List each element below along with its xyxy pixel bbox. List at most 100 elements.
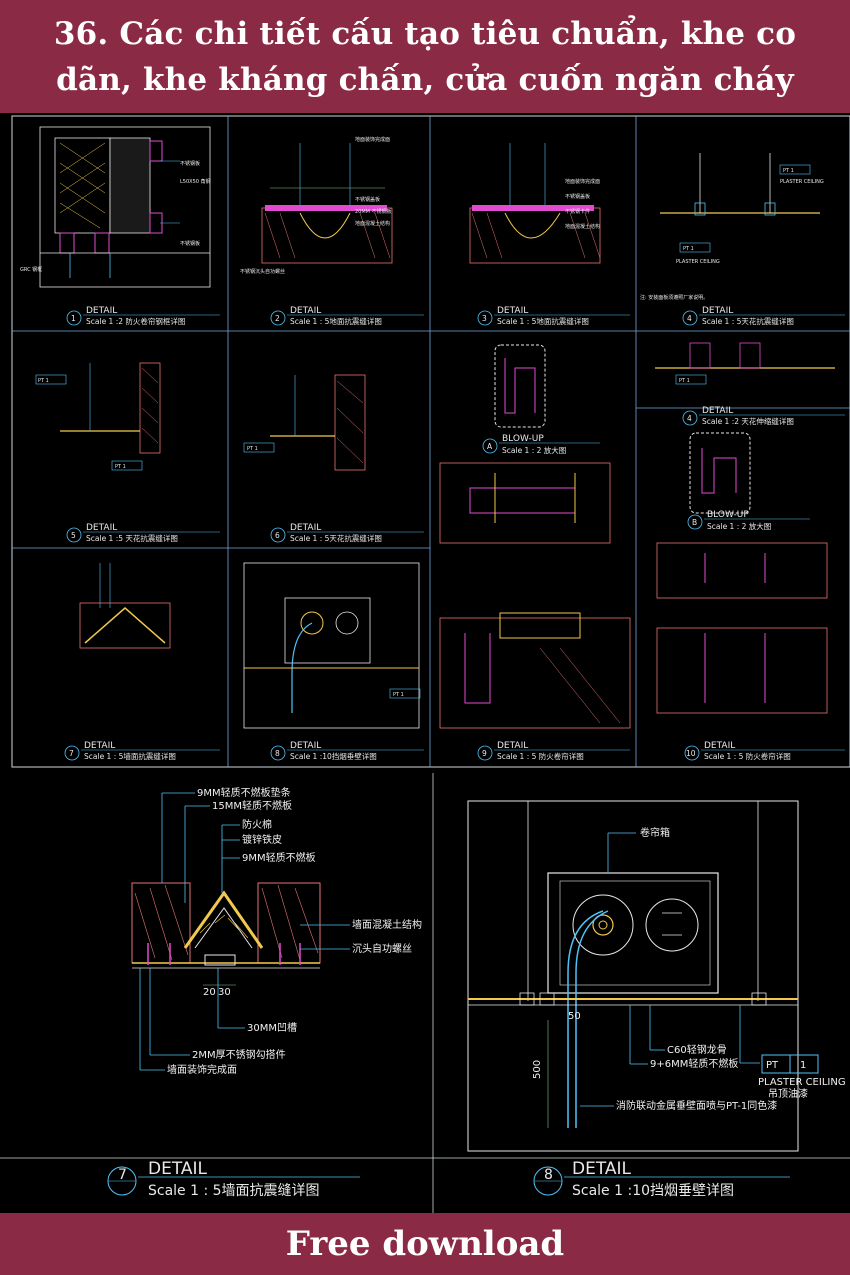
svg-text:Scale 1 : 5天花抗震缝详图: Scale 1 : 5天花抗震缝详图 <box>290 533 382 543</box>
detail-5-drawing: PT 1 PT 1 <box>35 362 161 471</box>
free-download-label: Free download <box>285 1224 565 1264</box>
svg-text:Scale 1 :2 防火卷帘钢框详图: Scale 1 :2 防火卷帘钢框详图 <box>86 316 185 326</box>
svg-text:DETAIL: DETAIL <box>84 741 115 751</box>
detail-8-number: 8 <box>544 1167 553 1183</box>
svg-text:2: 2 <box>275 314 280 323</box>
svg-text:PT 1: PT 1 <box>783 168 794 174</box>
svg-text:7: 7 <box>69 749 74 758</box>
detail-7-small-drawing <box>79 563 171 649</box>
label-roller-box: 卷帘箱 <box>640 826 670 839</box>
dim-30: 30 <box>218 987 231 998</box>
cad-overview-svg: 不锈钢板 L50X50 角钢 不锈钢板 GRC 钢框 地面装饰完成面 不锈钢盖板… <box>11 115 850 768</box>
svg-text:PT 1: PT 1 <box>247 446 258 452</box>
dim-50: 50 <box>568 1011 581 1022</box>
label-30mm-groove: 30MM凹槽 <box>247 1021 297 1034</box>
svg-text:Scale 1 : 5天花抗震缝详图: Scale 1 : 5天花抗震缝详图 <box>702 316 794 326</box>
svg-text:PT 1: PT 1 <box>115 464 126 470</box>
detail-4b-drawing: PT 1 <box>655 342 835 385</box>
svg-text:DETAIL: DETAIL <box>497 306 528 316</box>
detail-title-5: 5 DETAIL Scale 1 :5 天花抗震缝详图 <box>66 523 220 543</box>
plaster-ceiling-label: PLASTER CEILING <box>758 1077 846 1088</box>
detail-title-2: 2 DETAIL Scale 1 : 5地面抗震缝详图 <box>270 306 424 326</box>
blowup-title-a: A BLOW-UP Scale 1 : 2 放大图 <box>482 434 600 455</box>
label-galvanized-sheet: 镀锌铁皮 <box>242 833 282 846</box>
detail-7-scale: Scale 1 : 5墙面抗震缝详图 <box>148 1183 320 1199</box>
detail-title-4: 4 DETAIL Scale 1 : 5天花抗震缝详图 <box>682 306 845 326</box>
detail-8-small-drawing: PT 1 <box>243 562 421 729</box>
ceiling-note: 注: 安装面板须遵照厂家说明。 <box>640 294 708 301</box>
header-line-2: dãn, khe kháng chấn, cửa cuốn ngăn cháy <box>56 61 794 98</box>
svg-text:1: 1 <box>71 314 76 323</box>
svg-text:4: 4 <box>687 314 692 323</box>
svg-text:Scale 1 :5 天花抗震缝详图: Scale 1 :5 天花抗震缝详图 <box>86 533 178 543</box>
svg-text:不锈钢板: 不锈钢板 <box>180 160 200 167</box>
svg-text:10: 10 <box>686 749 696 758</box>
svg-text:Scale 1 : 5墙面抗震缝详图: Scale 1 : 5墙面抗震缝详图 <box>84 751 176 761</box>
label-wall-finish: 墙面装饰完成面 <box>167 1063 237 1076</box>
svg-text:DETAIL: DETAIL <box>497 741 528 751</box>
svg-text:不锈钢沉头自功螺丝: 不锈钢沉头自功螺丝 <box>240 268 285 275</box>
dim-500: 500 <box>532 1060 543 1079</box>
detail-title-3: 3 DETAIL Scale 1 : 5地面抗震缝详图 <box>477 306 630 326</box>
svg-text:PT 1: PT 1 <box>38 378 49 384</box>
svg-text:4: 4 <box>687 414 692 423</box>
label-smoke-barrier: 消防联动金属垂壁面喷与PT-1同色漆 <box>616 1099 777 1112</box>
svg-text:DETAIL: DETAIL <box>86 306 117 316</box>
detail-title-7: 7 DETAIL Scale 1 : 5墙面抗震缝详图 <box>64 741 220 761</box>
svg-text:PT 1: PT 1 <box>683 246 694 252</box>
svg-text:DETAIL: DETAIL <box>86 523 117 533</box>
detail-6-drawing: PT 1 <box>243 374 366 471</box>
svg-text:8: 8 <box>275 749 280 758</box>
svg-text:Scale 1 : 2 放大图: Scale 1 : 2 放大图 <box>707 521 771 531</box>
label-countersunk-screw: 沉头自功螺丝 <box>352 942 412 955</box>
detail-title-1: 1 DETAIL Scale 1 :2 防火卷帘钢框详图 <box>66 306 220 326</box>
detail-8-title-block: 8 DETAIL Scale 1 :10挡烟垂壁详图 <box>533 1159 790 1199</box>
svg-text:BLOW-UP: BLOW-UP <box>502 434 544 444</box>
free-download-banner[interactable]: Free download <box>0 1213 850 1275</box>
svg-text:3: 3 <box>482 314 487 323</box>
svg-text:PLASTER CEILING: PLASTER CEILING <box>780 179 824 185</box>
blowup-b-drawing <box>656 432 828 714</box>
svg-text:DETAIL: DETAIL <box>290 741 321 751</box>
label-c60-keel: C60轻钢龙骨 <box>667 1043 727 1056</box>
svg-text:A: A <box>487 442 493 451</box>
svg-text:地面装饰完成面: 地面装饰完成面 <box>565 178 600 185</box>
blowup-title-b: B BLOW-UP Scale 1 : 2 放大图 <box>687 510 810 531</box>
detail-1-drawing: 不锈钢板 L50X50 角钢 不锈钢板 GRC 钢框 <box>20 126 211 288</box>
svg-text:9: 9 <box>482 749 487 758</box>
cad-enlarged-svg: 20 30 9MM轻质不燃板垫条 15MM轻质不燃板 防火棉 镀锌铁皮 9MM轻… <box>0 773 850 1213</box>
svg-text:Scale 1 : 5地面抗震缝详图: Scale 1 : 5地面抗震缝详图 <box>497 316 589 326</box>
svg-text:DETAIL: DETAIL <box>702 306 733 316</box>
svg-text:地面混凝土结构: 地面混凝土结构 <box>355 220 390 227</box>
detail-title-6: 6 DETAIL Scale 1 : 5天花抗震缝详图 <box>270 523 424 543</box>
detail-8-scale: Scale 1 :10挡烟垂壁详图 <box>572 1183 734 1199</box>
detail-8-enlarged-drawing: 50 500 PT 1 PLASTER CEILING 吊顶油漆 卷帘箱 C60… <box>467 800 846 1152</box>
svg-text:PLASTER CEILING: PLASTER CEILING <box>676 259 720 265</box>
detail-title-9: 9 DETAIL Scale 1 : 5 防火卷帘详图 <box>477 741 630 761</box>
label-15mm-board: 15MM轻质不燃板 <box>212 799 292 812</box>
ceiling-paint-label: 吊顶油漆 <box>768 1087 808 1100</box>
svg-text:L50X50 角钢: L50X50 角钢 <box>180 178 211 185</box>
detail-7-number: 7 <box>118 1167 127 1183</box>
pt-tag: PT <box>766 1060 779 1071</box>
svg-text:DETAIL: DETAIL <box>290 306 321 316</box>
svg-text:DETAIL: DETAIL <box>290 523 321 533</box>
cad-sheet-enlarged: 20 30 9MM轻质不燃板垫条 15MM轻质不燃板 防火棉 镀锌铁皮 9MM轻… <box>0 773 850 1213</box>
svg-text:PT 1: PT 1 <box>679 378 690 384</box>
svg-text:5: 5 <box>71 531 76 540</box>
svg-text:Scale 1 : 5 防火卷帘详图: Scale 1 : 5 防火卷帘详图 <box>704 751 791 761</box>
svg-text:BLOW-UP: BLOW-UP <box>707 510 749 520</box>
svg-text:不锈钢卡件: 不锈钢卡件 <box>565 208 590 215</box>
svg-text:Scale 1 : 5 防火卷帘详图: Scale 1 : 5 防火卷帘详图 <box>497 751 584 761</box>
svg-text:PT 1: PT 1 <box>393 692 404 698</box>
svg-text:Scale 1 :2 天花伸缩缝详图: Scale 1 :2 天花伸缩缝详图 <box>702 416 794 426</box>
svg-text:地面混凝土结构: 地面混凝土结构 <box>565 223 600 230</box>
header-line-1: 36. Các chi tiết cấu tạo tiêu chuẩn, khe… <box>53 15 797 52</box>
detail-9-drawing <box>439 612 631 729</box>
detail-7-enlarged-drawing: 20 30 9MM轻质不燃板垫条 15MM轻质不燃板 防火棉 镀锌铁皮 9MM轻… <box>131 786 422 1076</box>
pt-number: 1 <box>800 1060 806 1071</box>
label-9mm-board: 9MM轻质不燃板 <box>242 851 316 864</box>
detail-3-drawing: 地面装饰完成面 不锈钢盖板 不锈钢卡件 地面混凝土结构 <box>469 143 601 264</box>
svg-text:不锈钢盖板: 不锈钢盖板 <box>355 196 380 203</box>
label-9mm-strip: 9MM轻质不燃板垫条 <box>197 786 291 799</box>
